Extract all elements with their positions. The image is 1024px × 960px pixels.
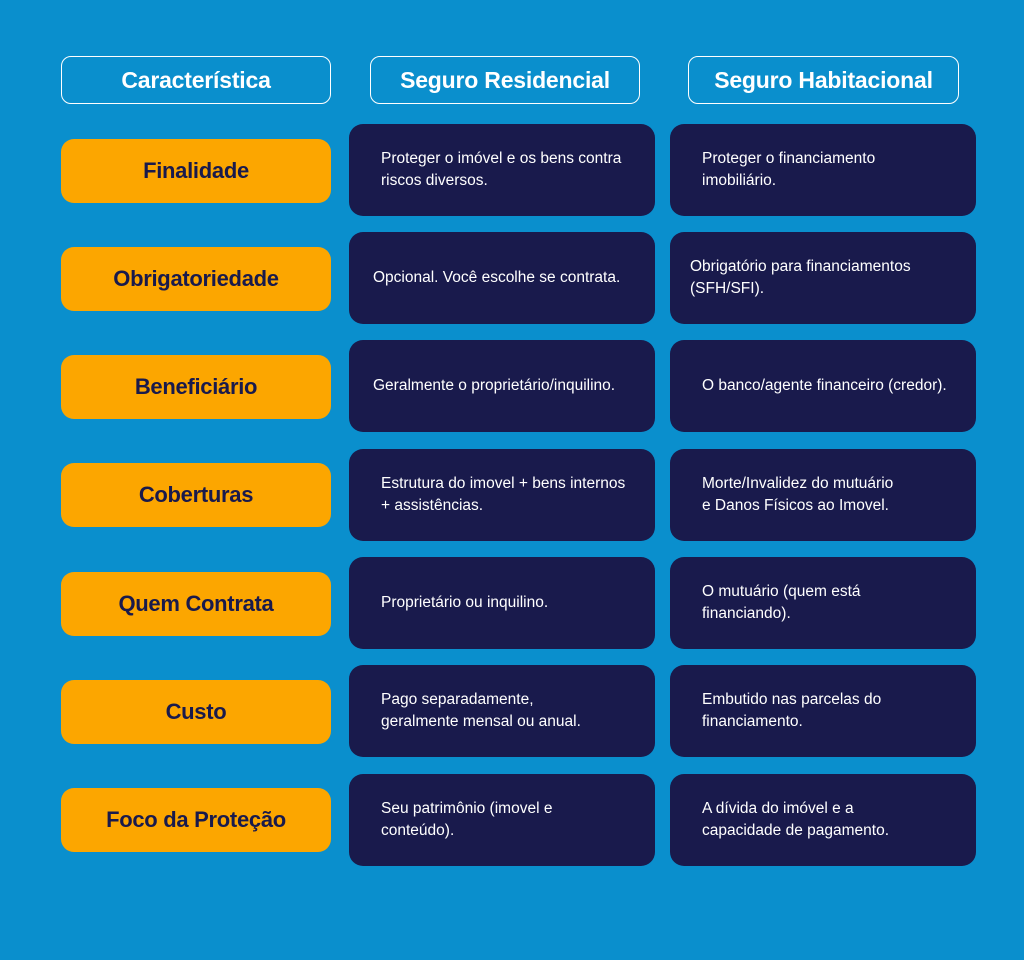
cell-residencial-coberturas: Estrutura do imovel + bens internos + as… [349,449,655,541]
cell-habitacional-foco-da-protecao: A dívida do imóvel e a capacidade de pag… [670,774,976,866]
header-seguro-residencial: Seguro Residencial [370,56,640,104]
header-seguro-habitacional: Seguro Habitacional [688,56,959,104]
cell-habitacional-coberturas: Morte/Invalidez do mutuário e Danos Físi… [670,449,976,541]
cell-residencial-quem-contrata: Proprietário ou inquilino. [349,557,655,649]
row-label-coberturas: Coberturas [61,463,331,527]
cell-habitacional-quem-contrata: O mutuário (quem está financiando). [670,557,976,649]
row-label-foco-da-protecao: Foco da Proteção [61,788,331,852]
row-label-finalidade: Finalidade [61,139,331,203]
cell-habitacional-obrigatoriedade: Obrigatório para financiamentos (SFH/SFI… [670,232,976,324]
cell-habitacional-custo: Embutido nas parcelas do financiamento. [670,665,976,757]
cell-residencial-beneficiario: Geralmente o proprietário/inquilino. [349,340,655,432]
cell-habitacional-beneficiario: O banco/agente financeiro (credor). [670,340,976,432]
cell-residencial-custo: Pago separadamente, geralmente mensal ou… [349,665,655,757]
row-label-obrigatoriedade: Obrigatoriedade [61,247,331,311]
row-label-beneficiario: Beneficiário [61,355,331,419]
cell-residencial-foco-da-protecao: Seu patrimônio (imovel e conteúdo). [349,774,655,866]
header-caracteristica: Característica [61,56,331,104]
row-label-quem-contrata: Quem Contrata [61,572,331,636]
cell-residencial-obrigatoriedade: Opcional. Você escolhe se contrata. [349,232,655,324]
cell-habitacional-finalidade: Proteger o financiamento imobiliário. [670,124,976,216]
row-label-custo: Custo [61,680,331,744]
cell-residencial-finalidade: Proteger o imóvel e os bens contra risco… [349,124,655,216]
